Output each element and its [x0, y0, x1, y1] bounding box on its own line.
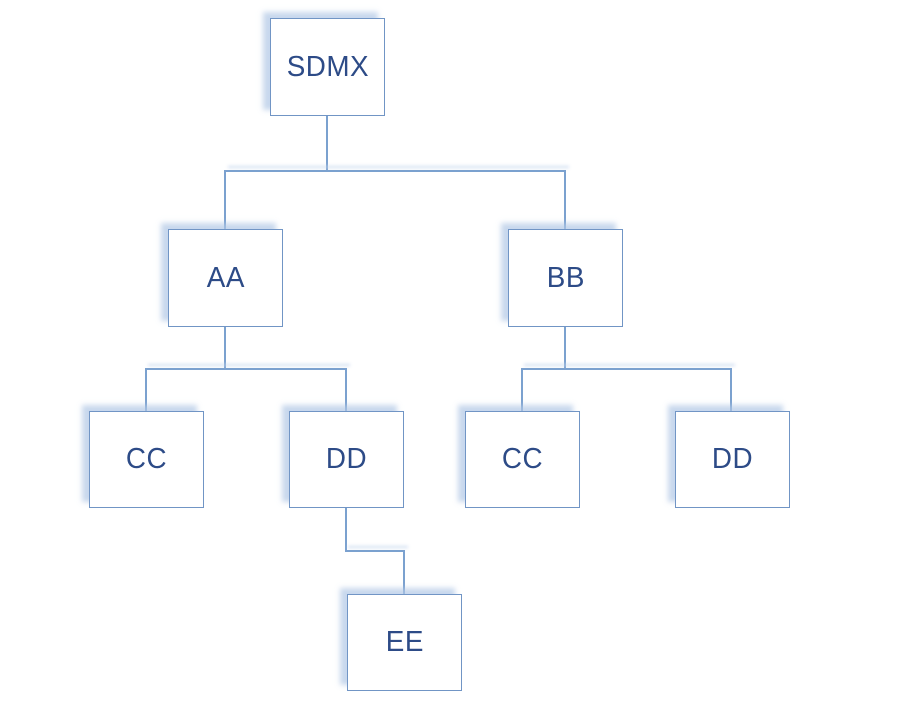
connector-dd-ee-step — [345, 550, 405, 552]
connector-aa-stem — [224, 326, 226, 370]
node-ee-label: EE — [385, 626, 424, 658]
node-aa[interactable]: AA — [168, 229, 283, 327]
connector-drop-to-bb-dd — [730, 369, 732, 411]
connector-drop-to-ee — [403, 551, 405, 594]
node-aa-cc-label: CC — [125, 443, 168, 475]
node-sdmx-label: SDMX — [286, 50, 369, 83]
connector-sdmx-stem — [326, 115, 328, 171]
connector-drop-to-aa — [224, 170, 226, 229]
node-ee[interactable]: EE — [347, 594, 462, 691]
connector-drop-to-bb-cc — [521, 369, 523, 411]
node-sdmx[interactable]: SDMX — [270, 18, 385, 116]
node-aa-cc[interactable]: CC — [89, 411, 204, 508]
connector-bb-crossbar — [521, 368, 732, 370]
connector-drop-to-bb — [564, 170, 566, 229]
node-bb[interactable]: BB — [508, 229, 623, 327]
node-bb-dd[interactable]: DD — [675, 411, 790, 508]
connector-dd-stem — [345, 507, 347, 552]
node-aa-dd[interactable]: DD — [289, 411, 404, 508]
node-bb-cc-label: CC — [501, 443, 544, 475]
node-bb-dd-label: DD — [711, 443, 754, 475]
connector-drop-to-aa-cc — [145, 369, 147, 411]
node-bb-cc[interactable]: CC — [465, 411, 580, 508]
node-aa-dd-label: DD — [325, 443, 368, 475]
connector-bb-stem — [564, 326, 566, 370]
node-bb-label: BB — [546, 261, 585, 294]
node-aa-label: AA — [206, 261, 245, 294]
connector-aa-crossbar — [145, 368, 347, 370]
connector-drop-to-aa-dd — [345, 369, 347, 411]
connector-sdmx-crossbar — [225, 170, 566, 172]
